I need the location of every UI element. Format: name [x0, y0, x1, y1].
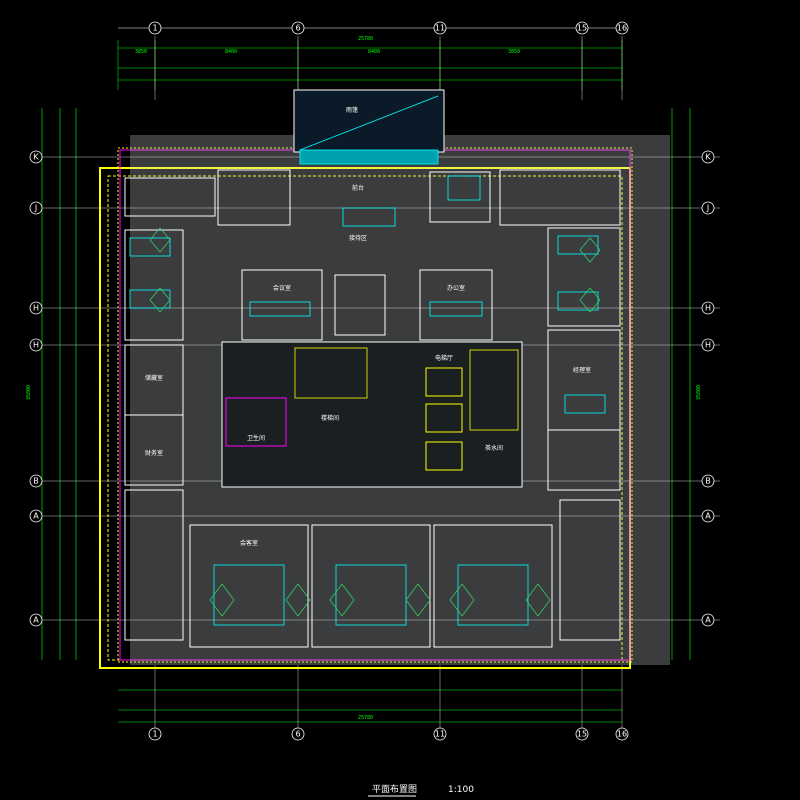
axis-left-K: K: [33, 153, 39, 162]
drawing-title: 平面布置图: [372, 783, 417, 795]
axis-right-H1: H: [705, 304, 711, 313]
axis-right-B: B: [705, 477, 711, 486]
axis-top-16: 16: [617, 24, 627, 33]
axis-top-1: 1: [152, 24, 157, 33]
axis-right-H2: H: [705, 341, 711, 350]
room-label-guest: 会客室: [240, 539, 258, 547]
room-label-pantry: 茶水间: [485, 444, 503, 452]
axis-left-A2: A: [33, 616, 39, 625]
axis-right-K: K: [705, 153, 711, 162]
room-label-stairs: 楼梯间: [321, 414, 339, 422]
top-seg-2: 8400: [225, 49, 237, 55]
room-label-wc: 卫生间: [247, 434, 265, 442]
axis-bottom-16: 16: [617, 730, 627, 739]
room-label-storage: 储藏室: [145, 374, 163, 382]
axis-left-B: B: [33, 477, 39, 486]
top-seg-3: 8400: [368, 49, 380, 55]
room-label-elevator: 电梯厅: [435, 354, 453, 362]
entrance-canopy: 雨篷: [293, 89, 445, 165]
room-label-reception: 前台: [352, 184, 364, 192]
axis-top-6: 6: [295, 24, 300, 33]
axis-bottom-11: 11: [435, 730, 445, 739]
top-seg-4: 3850: [508, 49, 520, 55]
axis-bottom-15: 15: [577, 730, 587, 739]
room-label-lounge: 接待区: [349, 234, 367, 242]
furniture: [129, 175, 606, 626]
interior-walls: [124, 169, 621, 648]
axis-bottom-1: 1: [152, 730, 157, 739]
axis-right-A1: A: [705, 512, 711, 521]
axis-top-15: 15: [577, 24, 587, 33]
top-dimension-lines: 25780 3850 8400 8400 3850: [117, 27, 623, 90]
axis-bottom-6: 6: [295, 730, 300, 739]
room-label-manager: 经理室: [573, 366, 591, 374]
top-column-axes: 1 6 11 15 16: [148, 21, 629, 100]
axis-left-H1: H: [33, 304, 39, 313]
canopy-label: 雨篷: [346, 106, 358, 114]
axis-right-J: J: [706, 204, 709, 213]
bottom-total-dim: 25780: [358, 715, 373, 721]
top-seg-1: 3850: [135, 49, 147, 55]
top-total-dim: 25780: [358, 36, 373, 42]
axis-top-11: 11: [435, 24, 445, 33]
right-total-dim: 35800: [696, 385, 702, 400]
axis-right-A2: A: [705, 616, 711, 625]
axis-left-A1: A: [33, 512, 39, 521]
axis-left-J: J: [34, 204, 37, 213]
drawing-scale: 1:100: [448, 785, 474, 795]
room-labels: 前台 接待区 会议室 办公室 楼梯间 电梯厅 卫生间 茶水间 储藏室 经理室 财…: [145, 184, 591, 547]
plants: [149, 227, 601, 617]
room-label-office: 办公室: [447, 284, 465, 292]
room-label-meeting: 会议室: [273, 284, 291, 292]
bottom-column-axes: 25780 1 6 11 15 16: [118, 665, 629, 741]
drawing-title-block: 平面布置图 1:100: [368, 783, 474, 797]
axis-left-H2: H: [33, 341, 39, 350]
room-label-finance: 财务室: [145, 449, 163, 457]
left-total-dim: 35800: [26, 385, 32, 400]
